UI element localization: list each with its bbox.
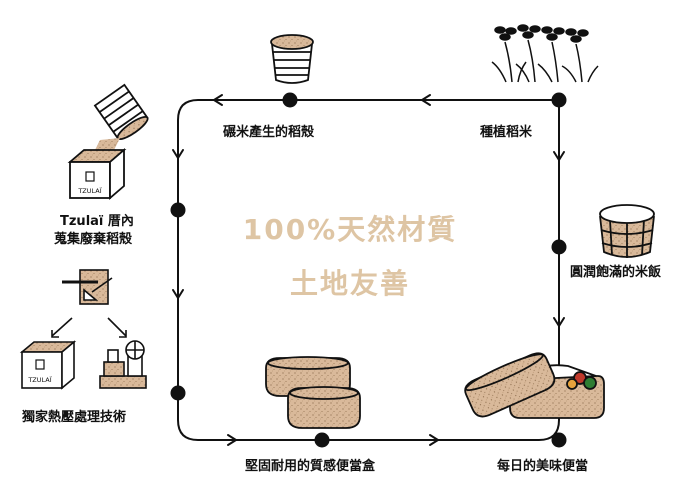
label-grow-rice: 種植稻米 [480, 125, 533, 140]
arrow-bottom-1 [227, 434, 237, 446]
headline-eco: 土地友善 [289, 267, 410, 300]
node-grow [551, 92, 567, 108]
label-durable-box: 堅固耐用的質感便當盒 [245, 459, 376, 474]
rice-tub-icon [599, 204, 655, 258]
bento-meal-icon [464, 352, 605, 419]
arrow-right-1 [553, 151, 565, 161]
node-collect [170, 202, 186, 218]
arrow-left-2 [172, 289, 184, 299]
lunchbox-stack-icon [265, 356, 361, 429]
node-process [170, 385, 186, 401]
label-collect-line1: Tzulaï 厝內 [60, 214, 134, 229]
process-box-brand-text: TZULAÏ [27, 375, 51, 384]
rice-plant-icon [491, 24, 599, 83]
husk-cup-icon [270, 34, 314, 84]
label-collect-line2: 蒐集廢棄稻殼 [54, 232, 133, 247]
process-icons [19, 269, 147, 390]
node-rice [551, 239, 567, 255]
cycle-loop [177, 99, 560, 441]
headline-material: 100%天然材質 [242, 213, 458, 246]
arrow-left-1 [172, 149, 184, 159]
blueprint-icon [62, 269, 113, 305]
husk-box-icon [19, 340, 77, 390]
arrow-bottom-2 [429, 434, 439, 446]
node-durable [314, 432, 330, 448]
arrow-top-2 [213, 94, 223, 106]
husk-pouring-icon [67, 83, 149, 200]
label-rice: 圓潤飽滿的米飯 [570, 265, 662, 280]
press-machine-icon [99, 340, 147, 389]
label-process: 獨家熱壓處理技術 [22, 410, 127, 425]
box-brand-text: TZULAÏ [77, 186, 101, 195]
arrow-top-1 [421, 94, 431, 106]
label-daily-bento: 每日的美味便當 [497, 459, 589, 474]
node-mill [282, 92, 298, 108]
node-daily [551, 432, 567, 448]
arrow-right-2 [553, 317, 565, 327]
label-mill-husk: 碾米產生的稻殼 [223, 125, 315, 140]
